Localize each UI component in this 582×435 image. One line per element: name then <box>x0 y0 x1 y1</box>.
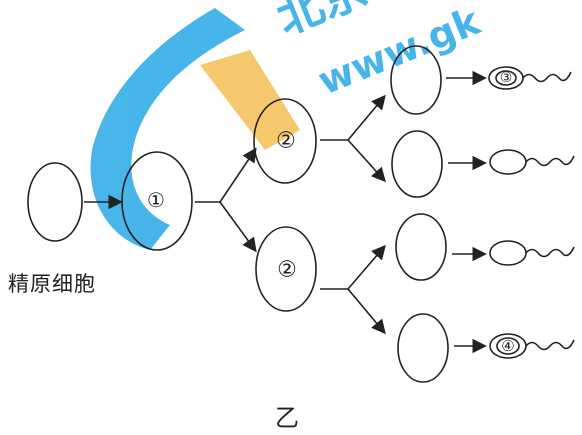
watermark-logo: 北京 www.gk <box>90 0 486 250</box>
secondary-top-number: ② <box>276 129 296 154</box>
sperm-1-number: ③ <box>500 70 513 86</box>
sperm-4-tail <box>525 339 575 351</box>
sperm-1-nucleus <box>495 70 517 86</box>
arrow-to-spermatid-2 <box>347 139 386 183</box>
primary-spermatocyte-cell <box>121 151 193 251</box>
secondary-spermatocyte-bottom <box>255 226 317 312</box>
secondary-spermatocyte-top <box>253 98 317 184</box>
sperm-2-head <box>489 149 527 175</box>
sperm-2 <box>489 149 575 175</box>
spermatid-cell-1 <box>390 45 442 115</box>
spermatid-cell-2 <box>391 130 443 198</box>
sperm-1: ③ <box>488 66 572 90</box>
arrow-to-secondary-bottom <box>219 201 257 253</box>
arrow-to-spermatid-3 <box>347 244 386 290</box>
sperm-3 <box>489 240 575 266</box>
spermatid-cell-3 <box>395 213 447 281</box>
spermatid-cell-4 <box>397 313 449 383</box>
sperm-4-number: ④ <box>501 337 514 355</box>
watermark-swoosh <box>90 8 245 250</box>
sperm-3-tail <box>525 246 575 258</box>
spermatogonium-label: 精原细胞 <box>8 272 96 296</box>
sperm-4: ④ <box>489 333 575 359</box>
sperm-4-nucleus <box>496 337 520 355</box>
watermark-orange-mark <box>200 50 300 150</box>
secondary-bottom-number: ② <box>277 258 297 283</box>
panel-label: 乙 <box>275 404 299 432</box>
spermatogonium-cell <box>27 162 83 242</box>
arrow-to-spermatid-1 <box>347 94 386 141</box>
sperm-3-head <box>489 240 527 266</box>
arrow-to-secondary-top <box>219 147 257 203</box>
sperm-2-tail <box>525 155 575 167</box>
watermark-logo-text: 北京 <box>269 0 375 45</box>
sperm-1-tail <box>522 71 572 83</box>
primary-cell-number: ① <box>147 188 165 212</box>
arrow-to-spermatid-4 <box>347 288 386 335</box>
